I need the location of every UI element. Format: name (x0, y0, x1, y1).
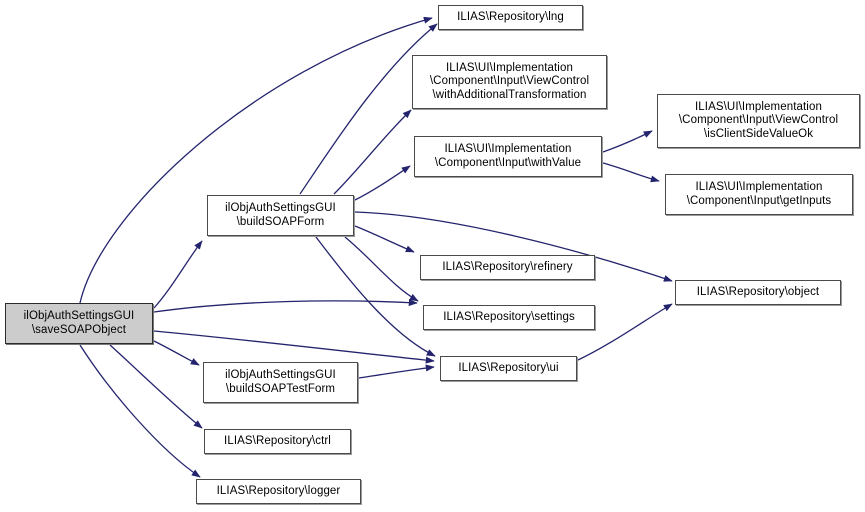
node-saveSOAPObject[interactable]: ilObjAuthSettingsGUI \saveSOAPObject (5, 303, 153, 344)
node-logger[interactable]: ILIAS\Repository\logger (196, 479, 361, 504)
edge-buildSOAPTestForm-to-ui (358, 364, 435, 379)
node-ctrl[interactable]: ILIAS\Repository\ctrl (204, 429, 351, 454)
node-buildSOAPTestForm[interactable]: ilObjAuthSettingsGUI \buildSOAPTestForm (203, 362, 358, 403)
node-isClientSideValueOk[interactable]: ILIAS\UI\Implementation \Component\Input… (657, 94, 860, 148)
edge-buildSOAPForm-to-settings (344, 236, 419, 302)
edge-buildSOAPForm-to-withValue (354, 165, 411, 201)
edge-buildSOAPForm-to-refinery (354, 225, 415, 253)
node-lng[interactable]: ILIAS\Repository\lng (438, 5, 583, 30)
node-object[interactable]: ILIAS\Repository\object (675, 280, 841, 305)
edge-withValue-to-isClientSideValueOk (602, 130, 653, 153)
edge-saveSOAPObject-to-logger (79, 344, 201, 478)
edge-saveSOAPObject-to-buildSOAPForm (153, 240, 203, 309)
edge-saveSOAPObject-to-settings (153, 299, 418, 313)
edge-saveSOAPObject-to-ctrl (109, 344, 203, 429)
node-buildSOAPForm[interactable]: ilObjAuthSettingsGUI \buildSOAPForm (207, 195, 354, 236)
edge-saveSOAPObject-to-ui (153, 330, 435, 364)
edge-saveSOAPObject-to-lng (79, 16, 433, 304)
node-withValue[interactable]: ILIAS\UI\Implementation \Component\Input… (414, 136, 602, 177)
node-ui[interactable]: ILIAS\Repository\ui (440, 356, 577, 381)
edge-withValue-to-getInputs (602, 162, 660, 183)
edge-buildSOAPForm-to-withAdditionalTransformation (333, 109, 412, 195)
node-settings[interactable]: ILIAS\Repository\settings (423, 305, 595, 330)
node-withAdditionalTransformation[interactable]: ILIAS\UI\Implementation \Component\Input… (412, 55, 607, 109)
edge-saveSOAPObject-to-buildSOAPTestForm (153, 340, 200, 366)
node-refinery[interactable]: ILIAS\Repository\refinery (420, 255, 595, 280)
node-getInputs[interactable]: ILIAS\UI\Implementation \Component\Input… (665, 174, 853, 215)
edge-buildSOAPForm-to-ui (315, 236, 436, 357)
